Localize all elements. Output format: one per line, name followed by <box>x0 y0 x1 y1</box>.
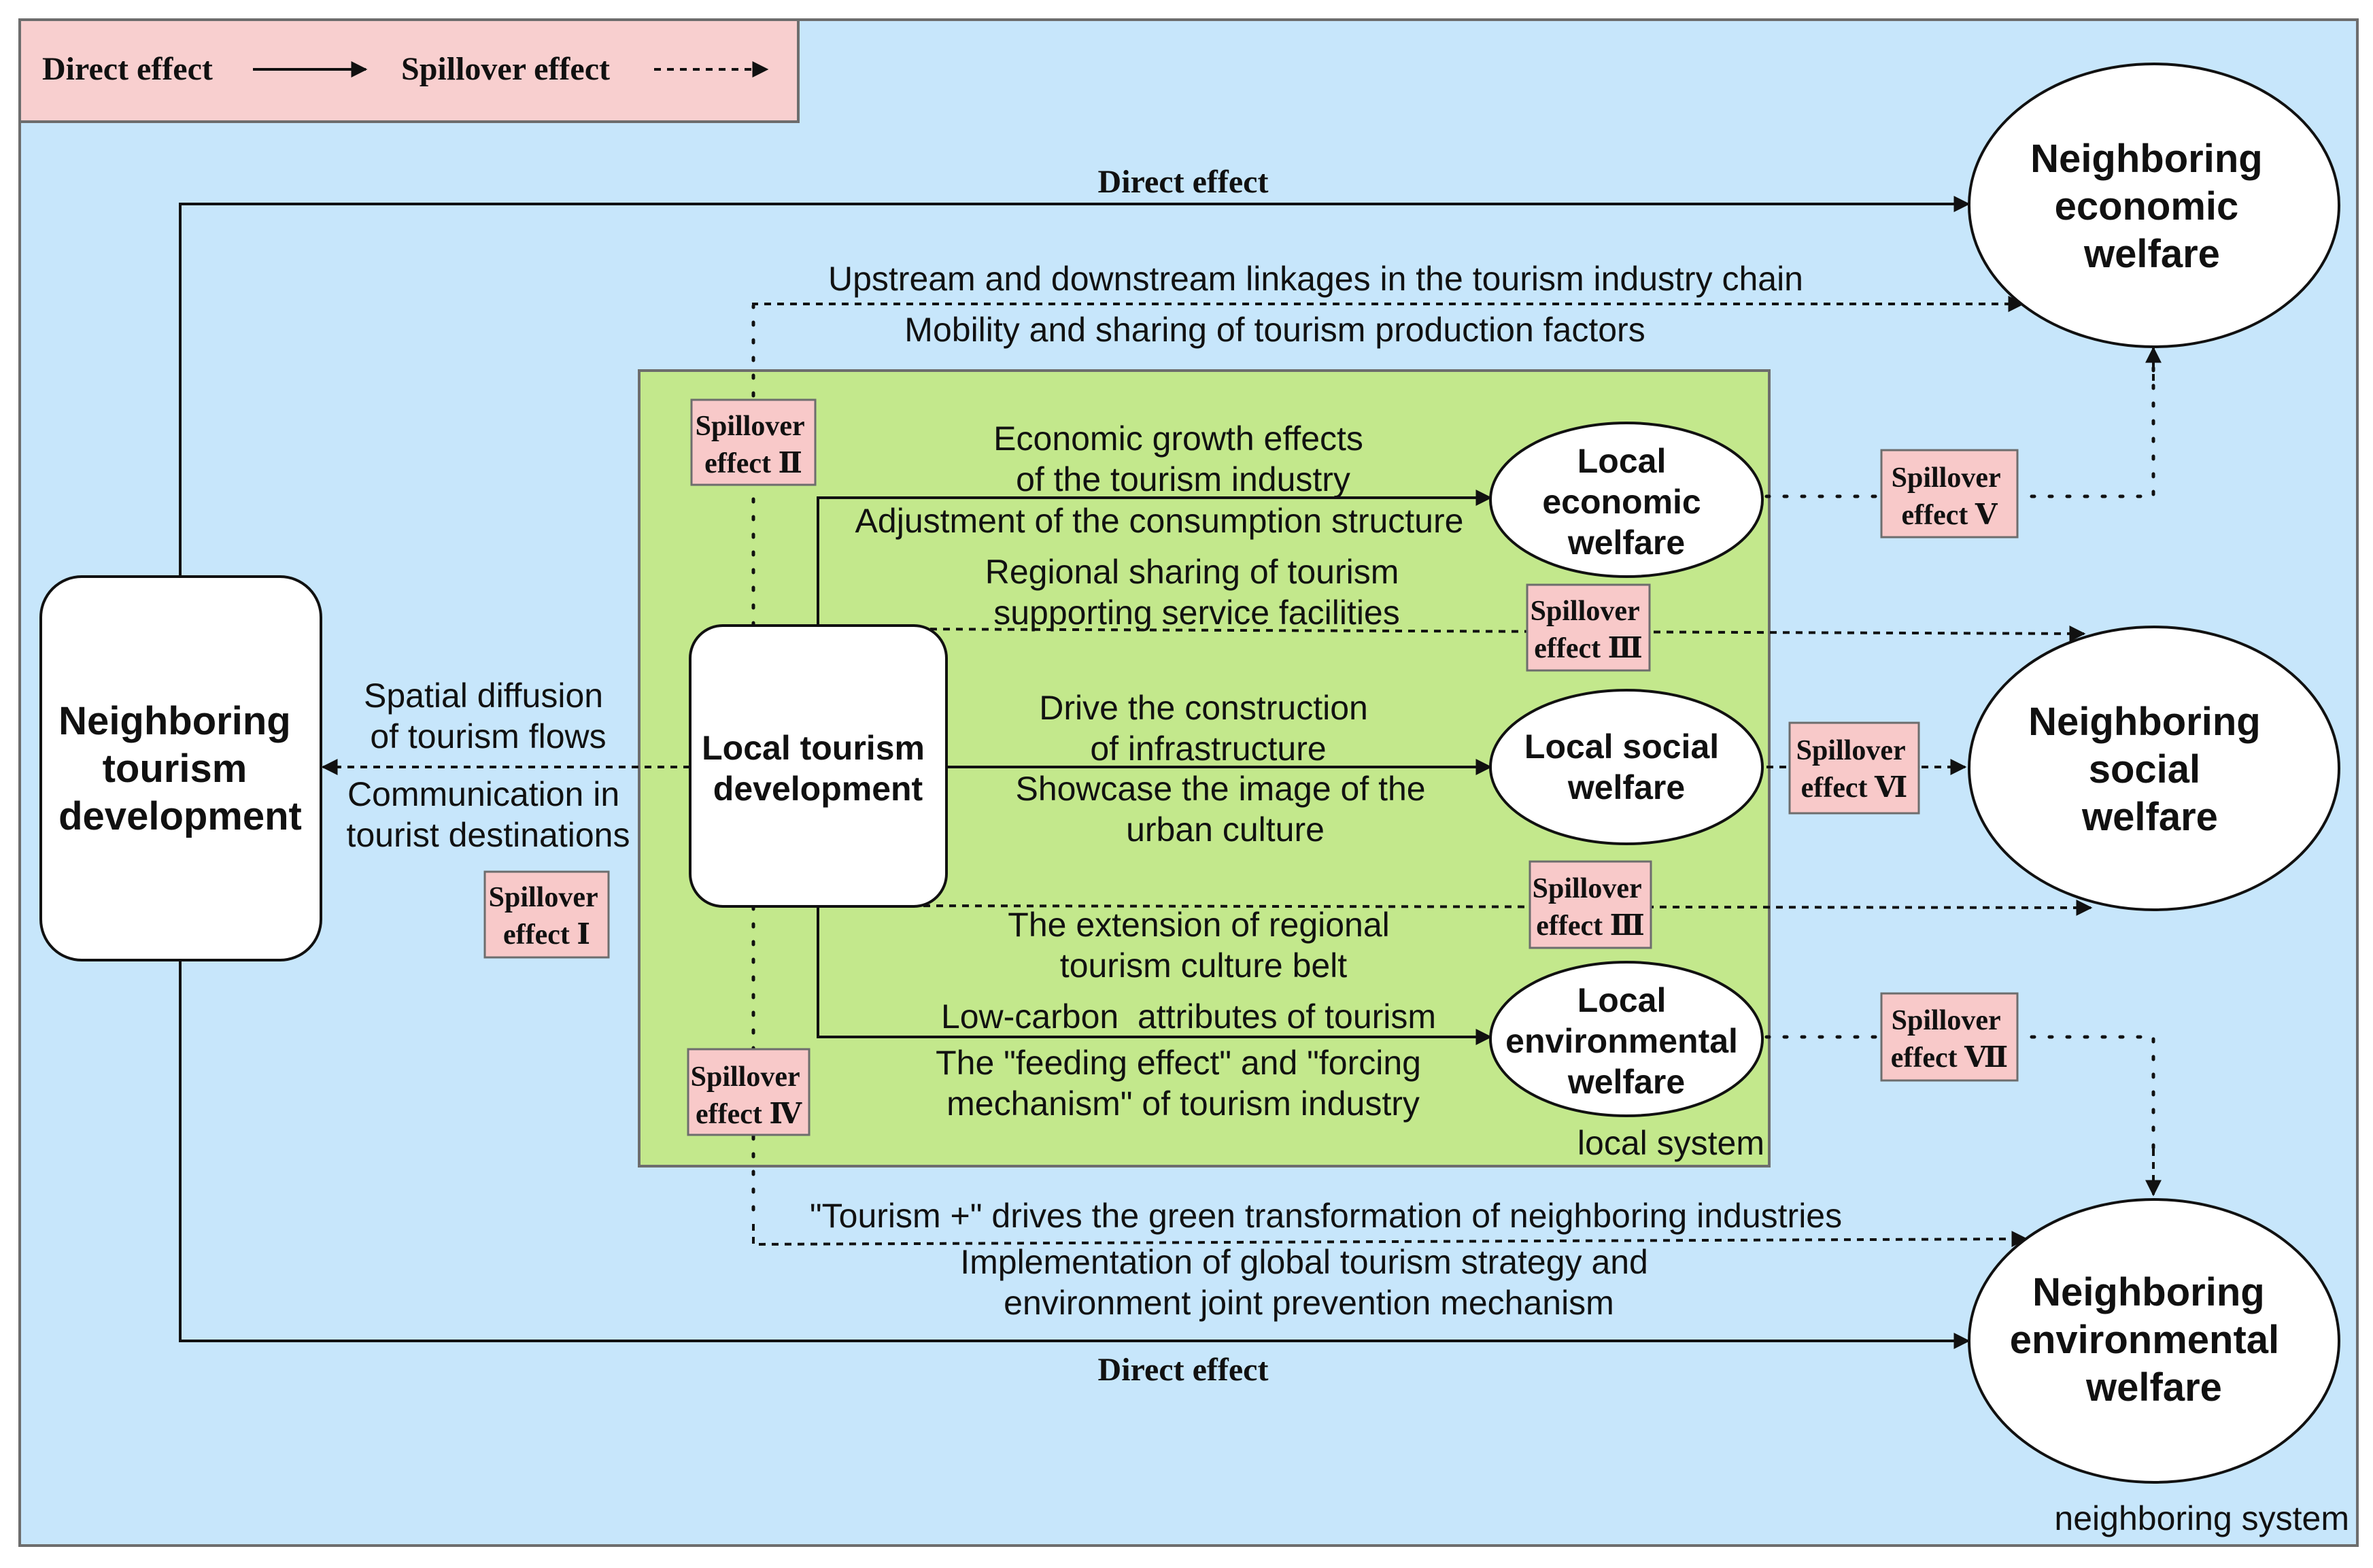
spillover-tag-i: Spillover effect Ⅰ <box>483 870 610 959</box>
spillover-ii-upper-line <box>752 296 2025 312</box>
tourism-plus-label: "Tourism +" drives the green transformat… <box>810 1197 1842 1235</box>
consumption-label: Adjustment of the consumption structure <box>855 502 1464 540</box>
local-social-label: Local social welfare <box>1524 728 1728 806</box>
spillover-tag-iii-lower: Spillover effect Ⅲ <box>1529 860 1652 949</box>
local-system-label: local system <box>1577 1124 1764 1162</box>
spillover-iv-lower-line <box>752 1224 2028 1248</box>
svg-text:Spillover effect Ⅳ: Spillover effect Ⅳ <box>691 1061 807 1130</box>
neighboring-environmental-label: Neighboring environmental welfare <box>2010 1270 2291 1410</box>
showcase-label: Showcase the image of the urban culture <box>1015 770 1435 849</box>
spillover-tag-v: Spillover effect Ⅴ <box>1880 449 2019 539</box>
econ-growth-label: Economic growth effects of the tourism i… <box>993 420 1373 498</box>
local-tourism-label: Local tourism development <box>702 729 934 808</box>
neighboring-tourism-label: Neighboring tourism development <box>58 699 302 838</box>
direct-effect-bottom-line <box>179 960 1970 1349</box>
direct-effect-top-line <box>179 196 1970 577</box>
spillover-iii-lower-line <box>897 899 2093 916</box>
neighboring-environmental-node <box>1968 1198 2340 1484</box>
neighboring-economic-label: Neighboring economic welfare <box>2030 137 2274 276</box>
neighboring-social-label: Neighboring social welfare <box>2028 700 2272 839</box>
global-strategy-label: Implementation of global tourism strateg… <box>960 1243 1658 1322</box>
upstream-label: Upstream and downstream linkages in the … <box>828 260 1803 298</box>
communication-label: Communication in tourist destinations <box>347 775 630 854</box>
direct-effect-bottom-label: Direct effect <box>1098 1352 1269 1388</box>
legend-spillover-label: Spillover effect <box>401 51 610 87</box>
local-economic-label: Local economic welfare <box>1542 442 1710 562</box>
spillover-tag-ii: Spillover effect Ⅱ <box>690 398 817 486</box>
svg-text:Spillover effect Ⅲ: Spillover effect Ⅲ <box>1533 873 1649 942</box>
local-environmental-node <box>1489 961 1764 1117</box>
neighboring-social-node <box>1968 626 2340 911</box>
svg-text:Spillover effect Ⅲ: Spillover effect Ⅲ <box>1531 596 1647 664</box>
feeding-label: The "feeding effect" and "forcing mechan… <box>936 1044 1431 1123</box>
spillover-tag-vii: Spillover effect Ⅶ <box>1880 992 2019 1082</box>
local-tourism-node <box>689 624 948 908</box>
legend: Direct effect Spillover effect <box>18 18 800 123</box>
culture-belt-label: The extension of regional tourism cultur… <box>1008 906 1399 985</box>
local-environmental-label: Local environmental welfare <box>1505 981 1747 1101</box>
spillover-tag-vi: Spillover effect Ⅵ <box>1788 721 1920 815</box>
infrastructure-label: Drive the construction of infrastructure <box>1039 689 1377 768</box>
regional-sharing-label: Regional sharing of tourism supporting s… <box>985 553 1409 632</box>
local-to-economic-line <box>817 490 1492 626</box>
spillover-tag-iii-upper: Spillover effect Ⅲ <box>1526 583 1651 672</box>
svg-text:Spillover effect Ⅴ: Spillover effect Ⅴ <box>1892 462 2008 531</box>
spatial-diffusion-label: Spatial diffusion of tourism flows <box>364 677 613 755</box>
svg-text:Spillover effect Ⅱ: Spillover effect Ⅱ <box>696 411 812 479</box>
spillover-tag-iv: Spillover effect Ⅳ <box>687 1048 810 1136</box>
neighboring-tourism-node <box>39 575 322 961</box>
mobility-label: Mobility and sharing of tourism producti… <box>904 311 1645 349</box>
local-social-node <box>1489 689 1764 845</box>
svg-text:Spillover effect Ⅶ: Spillover effect Ⅶ <box>1891 1005 2008 1074</box>
local-economic-node <box>1489 422 1764 578</box>
neighboring-system-label: neighboring system <box>2054 1499 2349 1537</box>
neighboring-economic-node <box>1968 63 2340 348</box>
local-to-environmental-line <box>817 906 1492 1045</box>
spillover-iii-upper-line <box>904 625 2086 642</box>
svg-text:Spillover effect Ⅰ: Spillover effect Ⅰ <box>489 882 605 951</box>
legend-direct-label: Direct effect <box>42 51 213 87</box>
svg-text:Spillover effect Ⅵ: Spillover effect Ⅵ <box>1796 735 1913 804</box>
low-carbon-label: Low-carbon attributes of tourism <box>941 998 1436 1036</box>
direct-effect-top-label: Direct effect <box>1098 164 1269 200</box>
